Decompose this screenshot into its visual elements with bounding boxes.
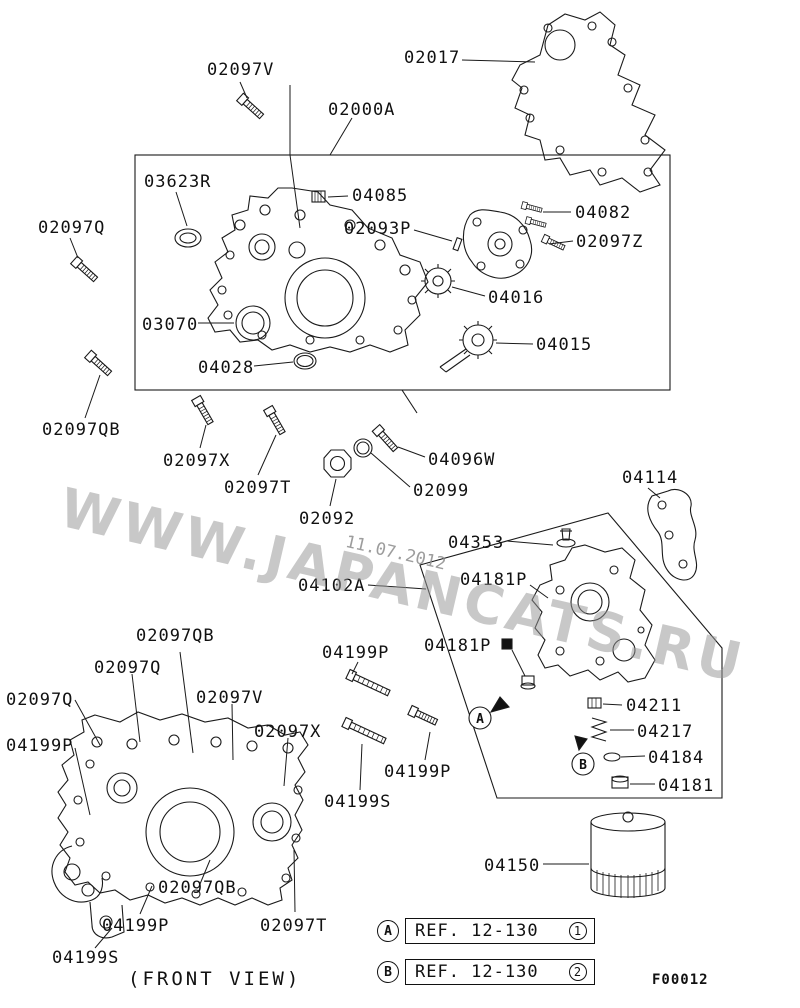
part-label: 02097T xyxy=(260,916,328,936)
part-label: 04353 xyxy=(448,533,505,553)
oring-04184-drawing xyxy=(603,752,621,762)
plug-04181P-drawing xyxy=(520,675,536,690)
oil-pump-04102A-drawing xyxy=(531,544,656,683)
callout-marker-a: A xyxy=(468,706,492,730)
callout-marker-b: B xyxy=(571,752,595,776)
part-label: 02097Q xyxy=(94,658,162,678)
ref-row-b: B REF. 12-130 2 xyxy=(377,959,595,985)
part-label: 04199P xyxy=(322,643,390,663)
leader-lines xyxy=(69,59,661,949)
valve-04353-drawing xyxy=(556,528,576,548)
part-label: 02097QB xyxy=(158,878,237,898)
part-label: 04102A xyxy=(298,576,366,596)
part-label: 04016 xyxy=(488,288,545,308)
svg-text:A: A xyxy=(476,712,484,727)
part-label: 04181 xyxy=(658,776,715,796)
gasket-02017-drawing xyxy=(511,11,666,193)
ref-link-a[interactable]: REF. 12-130 1 xyxy=(405,918,595,944)
part-label: 02097Q xyxy=(6,690,74,710)
svg-text:B: B xyxy=(579,758,587,773)
ref-marker-a: A xyxy=(377,920,399,942)
part-label: 02097Z xyxy=(576,232,644,252)
seal-03070-drawing xyxy=(235,305,271,341)
part-label: 04184 xyxy=(648,748,705,768)
oil-pump-box xyxy=(419,512,723,799)
front-case-bottom-drawing xyxy=(51,711,309,939)
part-label: 04199S xyxy=(52,948,120,968)
figure-code: F00012 xyxy=(652,972,709,988)
part-label: 02097QB xyxy=(136,626,215,646)
part-label: 02000A xyxy=(328,100,396,120)
spring-04217-drawing xyxy=(590,717,608,742)
loose-bolts-top xyxy=(70,92,400,454)
ref-text-a: REF. 12-130 xyxy=(415,921,539,941)
part-label: 02097V xyxy=(196,688,264,708)
part-label: 04199P xyxy=(6,736,74,756)
seal-02092-drawing xyxy=(323,449,352,478)
part-label: 02093P xyxy=(344,219,412,239)
part-label: 04114 xyxy=(622,468,679,488)
plug-04085-drawing xyxy=(311,190,326,203)
part-label: 04181P xyxy=(460,570,528,590)
part-label: 04085 xyxy=(352,186,409,206)
ref-link-b[interactable]: REF. 12-130 2 xyxy=(405,959,595,985)
arrow-b-icon xyxy=(574,735,588,752)
ref-num-a: 1 xyxy=(569,922,587,940)
arrow-a-icon xyxy=(489,696,511,713)
loose-bolts-bottom xyxy=(341,668,439,747)
part-label: 02097X xyxy=(163,451,231,471)
front-view-caption: (FRONT VIEW) xyxy=(128,968,302,990)
part-label: 02097V xyxy=(207,60,275,80)
part-label: 02099 xyxy=(413,481,470,501)
shaft-gear-04015-drawing xyxy=(439,321,497,373)
part-label: 04181P xyxy=(424,636,492,656)
part-label: 02097Q xyxy=(38,218,106,238)
part-label: 04082 xyxy=(575,203,632,223)
part-label: 03070 xyxy=(142,315,199,335)
gear-04016-drawing xyxy=(421,264,455,298)
part-label: 02097QB xyxy=(42,420,121,440)
plug-04181P-icon xyxy=(501,638,513,650)
relief-plug-04211-drawing xyxy=(587,697,602,709)
screws-04082-drawing xyxy=(520,201,547,230)
part-label: 02097T xyxy=(224,478,292,498)
ref-num-b: 2 xyxy=(569,963,587,981)
part-label: 03623R xyxy=(144,172,212,192)
oil-filter-04150-drawing xyxy=(590,811,666,898)
part-label: 02097X xyxy=(254,722,322,742)
bolt-02097Z-drawing xyxy=(540,233,567,252)
part-label: 04199S xyxy=(324,792,392,812)
part-label: 04199P xyxy=(102,916,170,936)
plug-04181-drawing xyxy=(611,775,629,789)
part-label: 02092 xyxy=(299,509,356,529)
upper-assembly-box xyxy=(134,154,671,414)
oring-02099-drawing xyxy=(353,438,373,458)
oring-04028-drawing xyxy=(293,352,317,370)
front-case-top-drawing xyxy=(207,187,429,353)
part-label: 04096W xyxy=(428,450,496,470)
part-label: 02017 xyxy=(404,48,461,68)
part-label: 04199P xyxy=(384,762,452,782)
pump-cover-drawing xyxy=(462,209,533,279)
ref-marker-b: B xyxy=(377,961,399,983)
part-label: 04015 xyxy=(536,335,593,355)
seal-03623R-drawing xyxy=(174,228,202,248)
part-label: 04217 xyxy=(637,722,694,742)
part-label: 04150 xyxy=(484,856,541,876)
part-label: 04211 xyxy=(626,696,683,716)
bracket-04114-drawing xyxy=(647,488,698,581)
pin-02093P-drawing xyxy=(452,236,463,252)
ref-row-a: A REF. 12-130 1 xyxy=(377,918,595,944)
ref-text-b: REF. 12-130 xyxy=(415,962,539,982)
part-label: 04028 xyxy=(198,358,255,378)
